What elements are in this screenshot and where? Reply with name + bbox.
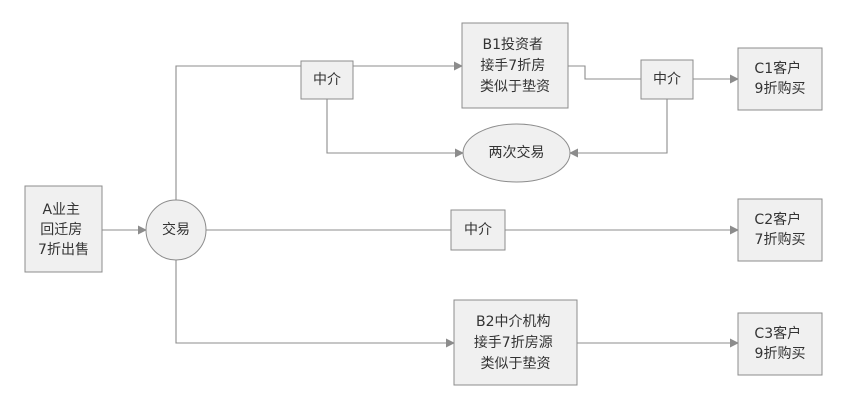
edge-broker-right-to-double-trade <box>569 99 668 158</box>
svg-text:B1投资者 接手7折房 类似于垫资: B1投资者 接手7折房 类似于垫资 <box>480 37 550 95</box>
node-broker-right-box <box>640 59 694 100</box>
node-owner-a-line-2: 回迁房 <box>40 222 82 238</box>
edges <box>102 61 739 348</box>
edge-trade-to-agency-b2 <box>175 260 455 348</box>
node-owner-a-box <box>24 185 103 273</box>
node-broker-top: 中介 <box>300 60 354 100</box>
node-agency-b2-line-1: B2中介机构 <box>476 314 551 330</box>
node-trade-label: 交易 <box>162 221 190 238</box>
node-customer-c1-box <box>737 47 823 111</box>
node-investor-b1-box <box>461 22 569 109</box>
node-trade: 交易 <box>145 199 207 261</box>
svg-text:B2中介机构 接手7折房源 类似于垫: B2中介机构 接手7折房源 类似于垫资 <box>474 314 557 372</box>
svg-text:C2客户 7折购买: C2客户 7折购买 <box>754 211 805 248</box>
svg-text:A业主 回迁房 7折出售: A业主 回迁房 7折出售 <box>38 202 89 258</box>
node-broker-right: 中介 <box>640 59 694 100</box>
node-broker-mid: 中介 <box>450 209 506 251</box>
node-agency-b2-line-3: 类似于垫资 <box>481 356 551 372</box>
node-customer-c2-line-2: 7折购买 <box>755 232 806 248</box>
node-customer-c1: C1客户 9折购买 <box>737 47 823 111</box>
node-agency-b2: B2中介机构 接手7折房源 类似于垫资 <box>453 299 578 386</box>
svg-text:C3客户 9折购买: C3客户 9折购买 <box>754 325 805 362</box>
edge-investor-b1-to-broker <box>568 65 641 80</box>
node-customer-c3-line-2: 9折购买 <box>755 346 806 362</box>
node-customer-c3: C3客户 9折购买 <box>737 312 823 376</box>
node-customer-c3-box <box>737 312 823 376</box>
node-trade-circle <box>145 199 207 261</box>
node-investor-b1-line-1: B1投资者 <box>483 37 544 53</box>
node-double-trade-ellipse <box>462 123 571 183</box>
node-investor-b1-line-2: 接手7折房 <box>480 57 545 74</box>
node-broker-mid-label: 中介 <box>464 222 492 238</box>
node-double-trade: 两次交易 <box>462 123 571 183</box>
node-agency-b2-box <box>453 299 578 386</box>
node-customer-c1-line-2: 9折购买 <box>755 81 806 97</box>
node-customer-c3-line-1: C3客户 <box>754 325 801 342</box>
node-owner-a-line-1: A业主 <box>42 202 80 218</box>
node-investor-b1-line-3: 类似于垫资 <box>480 79 550 95</box>
svg-text:C1客户 9折购买: C1客户 9折购买 <box>754 60 805 97</box>
node-customer-c1-line-1: C1客户 <box>754 60 801 77</box>
node-agency-b2-line-2: 接手7折房源 <box>474 334 553 351</box>
edge-broker-top-to-double-trade <box>326 99 464 158</box>
node-investor-b1: B1投资者 接手7折房 类似于垫资 <box>461 22 569 109</box>
node-customer-c2-box <box>737 198 823 262</box>
node-broker-mid-box <box>450 209 506 251</box>
node-broker-right-label: 中介 <box>653 72 681 88</box>
node-double-trade-label: 两次交易 <box>489 144 545 161</box>
node-owner-a-line-3: 7折出售 <box>38 242 89 258</box>
edge-trade-to-top-branch <box>175 65 301 200</box>
node-customer-c2: C2客户 7折购买 <box>737 198 823 262</box>
node-broker-top-box <box>300 60 354 100</box>
node-owner-a: A业主 回迁房 7折出售 <box>24 185 103 273</box>
node-customer-c2-line-1: C2客户 <box>754 211 801 228</box>
node-broker-top-label: 中介 <box>313 72 341 88</box>
